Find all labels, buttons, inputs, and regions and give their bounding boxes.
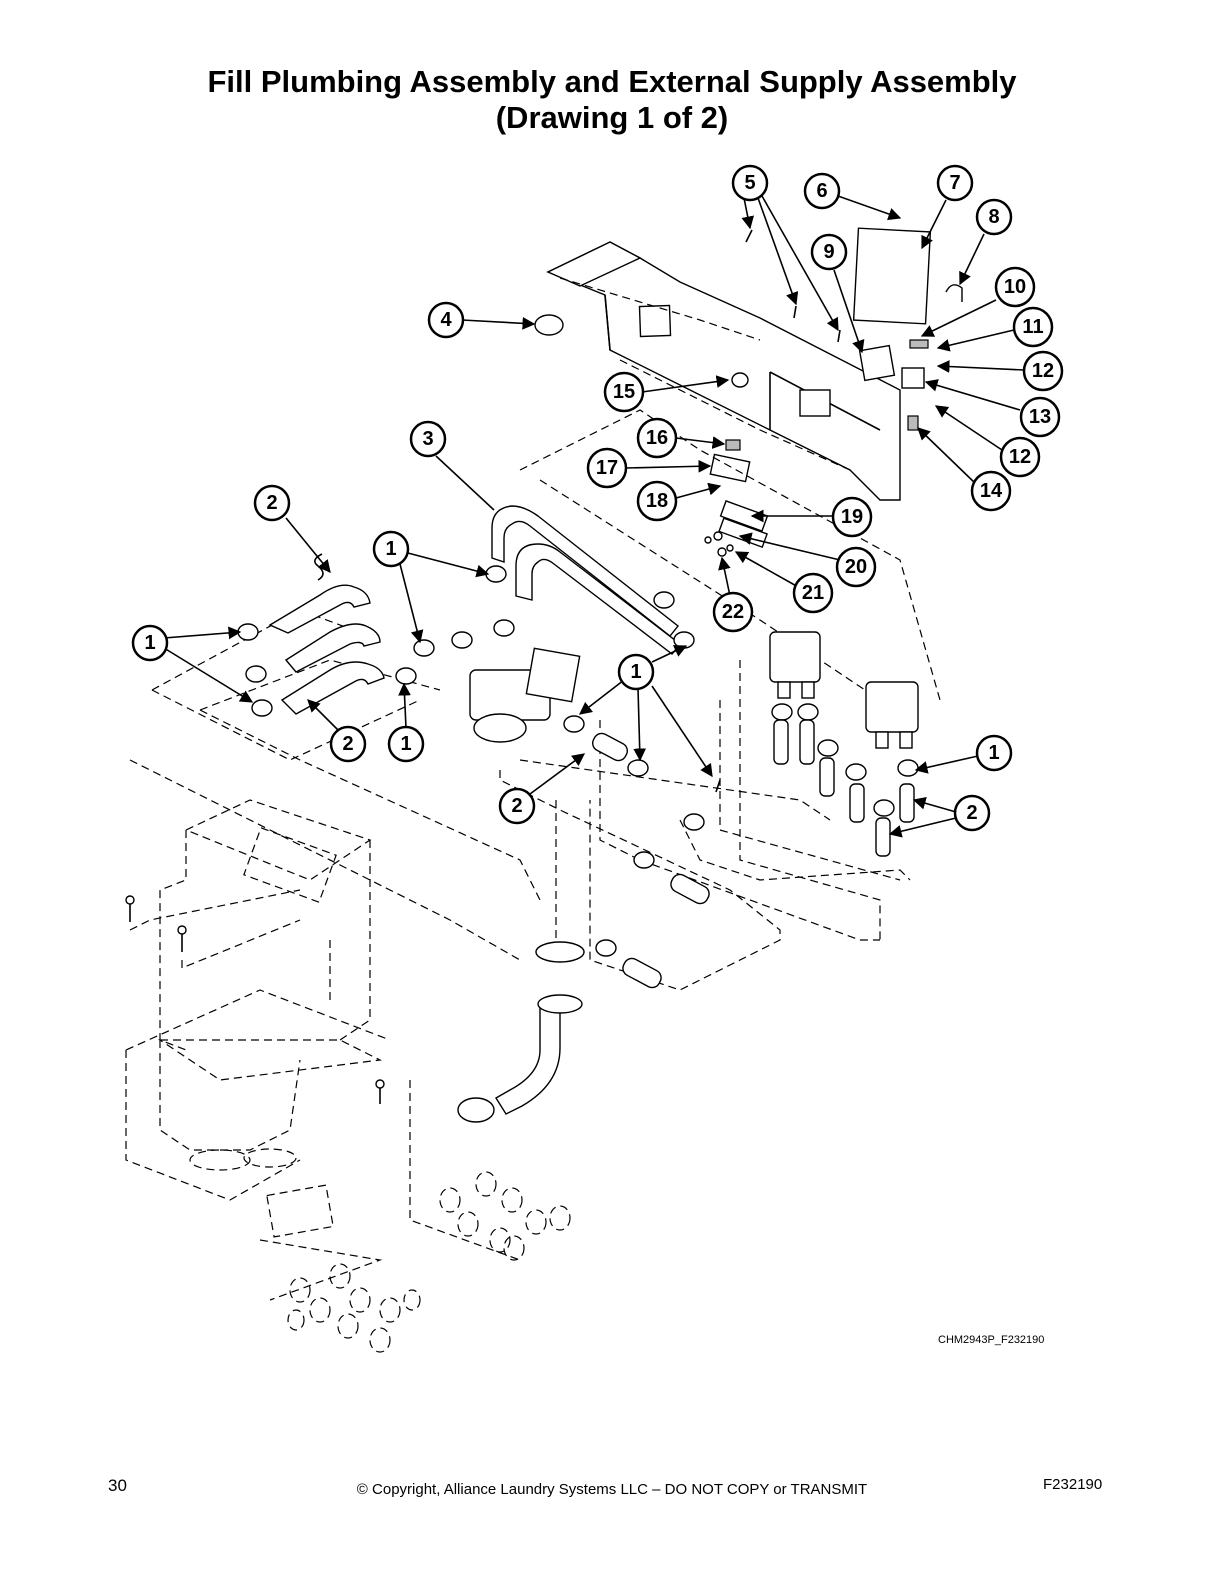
page-number: 30 [108,1476,127,1495]
svg-text:21: 21 [802,582,824,604]
svg-text:4: 4 [440,309,452,331]
document-code: F232190 [1043,1476,1103,1493]
svg-text:6: 6 [816,180,827,202]
callout-11: 11 [1012,306,1054,348]
svg-text:10: 10 [1004,276,1026,298]
svg-text:22: 22 [722,601,744,623]
callout-3: 3 [409,420,447,458]
dashed-assembly-lines [125,277,941,1301]
svg-text:8: 8 [988,206,999,228]
leader-lines [163,195,1025,838]
svg-text:1: 1 [400,733,411,755]
svg-text:12: 12 [1032,360,1054,382]
drain-elbow [457,941,585,1123]
hose-set-left [268,553,385,715]
dashed-fittings [287,1171,571,1353]
callout-21: 21 [792,572,834,614]
callout-6: 6 [803,172,841,210]
callout-12-bottom: 12 [999,436,1041,478]
svg-text:1: 1 [385,538,396,560]
callout-19: 19 [831,496,873,538]
callout-10: 10 [994,266,1036,308]
callout-5: 5 [731,164,769,202]
u-tube-hose [491,505,681,655]
callout-2-right: 2 [953,794,991,832]
svg-text:15: 15 [613,381,635,403]
callout-1-right: 1 [975,734,1013,772]
callout-22: 22 [712,591,754,633]
svg-text:5: 5 [744,172,755,194]
copyright-notice: © Copyright, Alliance Laundry Systems LL… [356,1481,868,1498]
clamps [237,565,919,957]
callout-16: 16 [636,417,678,459]
callout-20: 20 [835,546,877,588]
callout-2-upper-left: 2 [253,484,291,522]
svg-text:17: 17 [596,457,618,479]
callout-17: 17 [586,447,628,489]
callout-7: 7 [936,164,974,202]
svg-text:9: 9 [823,241,834,263]
svg-text:18: 18 [646,490,668,512]
valve-assemblies [469,631,919,749]
svg-text:7: 7 [949,172,960,194]
callout-1-upper-mid: 1 [372,530,410,568]
figure-code: CHM2943P_F232190 [938,1334,1045,1346]
svg-text:2: 2 [342,733,353,755]
callout-14: 14 [970,470,1012,512]
callout-8: 8 [975,198,1013,236]
svg-text:11: 11 [1022,316,1043,338]
svg-text:3: 3 [422,428,433,450]
short-hoses [592,719,915,989]
callout-1-lower-left: 1 [387,725,425,763]
page-title: Fill Plumbing Assembly and External Supp… [207,64,1017,99]
callout-12-top: 12 [1022,350,1064,392]
tank-housing [158,799,383,1238]
callout-1-left: 1 [131,624,169,662]
svg-text:12: 12 [1009,446,1031,468]
svg-text:2: 2 [966,802,977,824]
svg-text:1: 1 [144,632,155,654]
svg-text:14: 14 [980,480,1003,502]
callout-2-lower-left: 2 [329,725,367,763]
svg-text:1: 1 [630,661,641,683]
callout-2-center: 2 [498,787,536,825]
callout-15: 15 [603,371,645,413]
svg-text:20: 20 [845,556,867,578]
svg-text:19: 19 [841,506,863,528]
callout-13: 13 [1019,396,1061,438]
screws [125,779,721,1104]
callout-4: 4 [427,301,465,339]
svg-text:16: 16 [646,427,668,449]
svg-text:1: 1 [988,742,999,764]
bracket-assembly [534,227,963,557]
page-subtitle: (Drawing 1 of 2) [495,100,729,135]
callout-9: 9 [810,233,848,271]
svg-text:13: 13 [1029,406,1051,428]
callout-1-center: 1 [617,653,655,691]
svg-text:2: 2 [511,795,522,817]
callout-18: 18 [636,480,678,522]
svg-text:2: 2 [266,492,277,514]
